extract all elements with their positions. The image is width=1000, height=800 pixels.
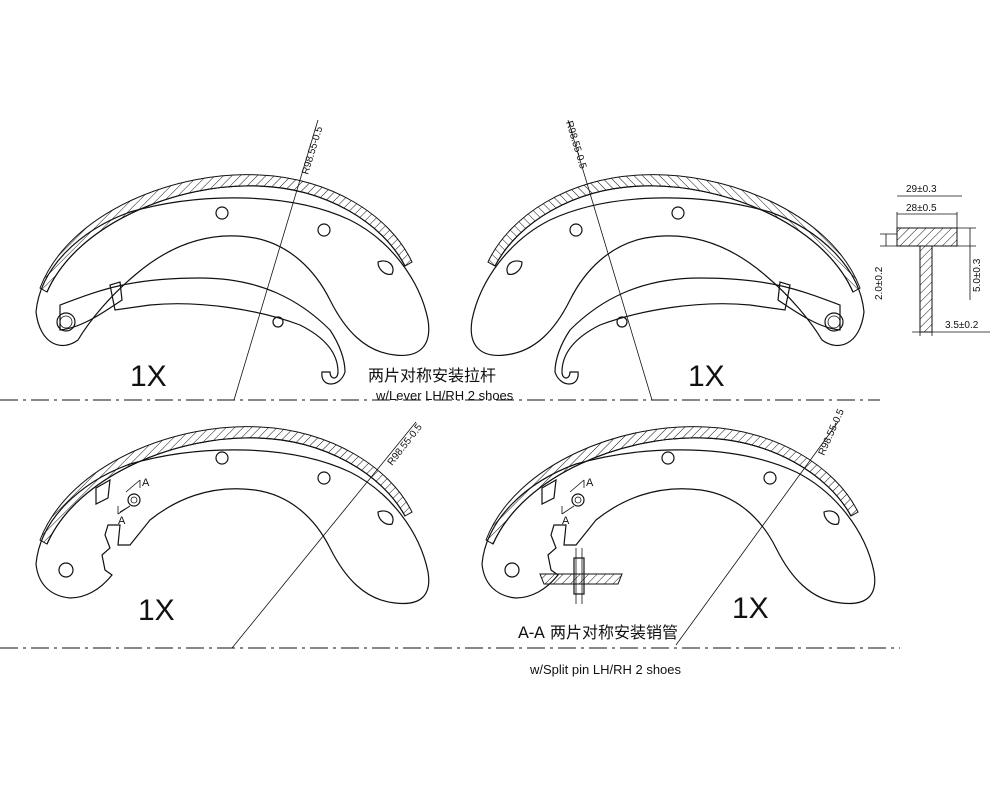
dim-lining-thickness: 5.0±0.3	[972, 258, 983, 292]
split-pin-note-chinese: A-A 两片对称安装销管	[518, 623, 678, 642]
quantity-label: 1X	[732, 592, 769, 625]
brake-shoe-top-left	[35, 119, 430, 401]
quantity-label: 1X	[688, 360, 725, 393]
radius-label: R98.55-0.5	[563, 120, 588, 171]
section-mark-a: A	[118, 515, 126, 527]
section-mark-a: A	[586, 477, 594, 489]
dim-lining-width: 28±0.5	[906, 203, 937, 214]
section-mark-a: A	[142, 477, 150, 489]
lever-note-chinese: 两片对称安装拉杆	[368, 366, 496, 385]
quantity-label: 1X	[130, 360, 167, 393]
brake-shoe-bottom-right	[481, 421, 876, 646]
dim-rim-thickness: 2.0±0.2	[874, 266, 885, 300]
dim-overall-width: 29±0.3	[906, 184, 937, 195]
quantity-label: 1X	[138, 594, 175, 627]
brake-shoe-bottom-left	[35, 421, 430, 649]
brake-shoe-top-right	[470, 119, 865, 401]
lining-cross-section	[880, 195, 990, 336]
split-pin-note-english: w/Split pin LH/RH 2 shoes	[529, 662, 682, 677]
section-mark-a: A	[562, 515, 570, 527]
radius-label: R98.55-0.5	[817, 407, 847, 457]
lever-note-english: w/Lever LH/RH 2 shoes	[375, 388, 514, 403]
radius-label: R98.55-0.5	[386, 422, 425, 468]
radius-label: R98.55-0.5	[300, 125, 325, 176]
dim-web-thickness: 3.5±0.2	[945, 320, 979, 331]
